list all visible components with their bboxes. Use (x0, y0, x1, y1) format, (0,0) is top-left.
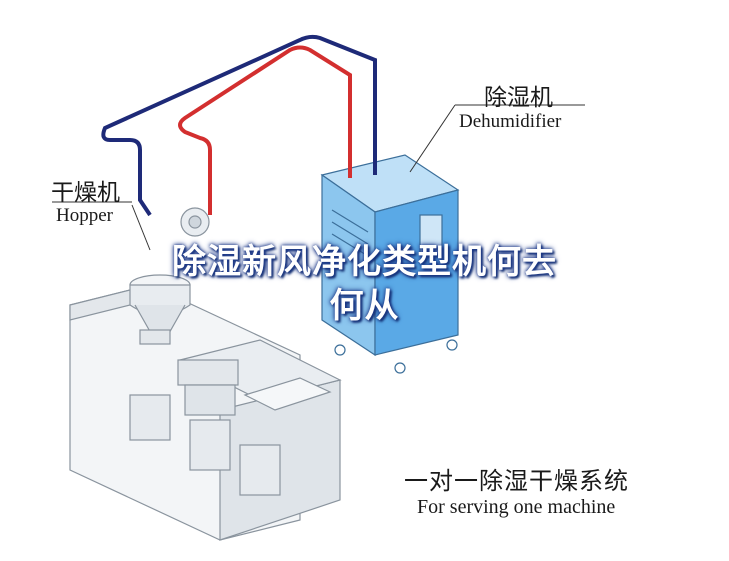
dehumidifier-label-en: Dehumidifier (459, 111, 562, 132)
return-air-pipe (101, 34, 377, 217)
dehumidifier-leader-line (409, 104, 456, 173)
hopper-leader-line (131, 204, 151, 251)
injection-molding-machine (69, 284, 342, 541)
system-title-en: For serving one machine (417, 496, 616, 518)
dehumidifier-cabinet (320, 154, 460, 374)
headline-line-2: 何从 (329, 286, 400, 326)
supply-air-pipe (178, 45, 352, 215)
hopper-dryer (129, 207, 210, 345)
overlay-headline: 除湿新风净化类型机何去 何从 (0, 240, 729, 328)
dehumidifier-label-cn: 除湿机 (484, 85, 553, 111)
headline-line-1: 除湿新风净化类型机何去 (172, 242, 557, 282)
hopper-label-cn: 干燥机 (51, 180, 120, 206)
system-title-cn: 一对一除湿干燥系统 (404, 467, 629, 495)
hopper-label-en: Hopper (56, 205, 113, 226)
